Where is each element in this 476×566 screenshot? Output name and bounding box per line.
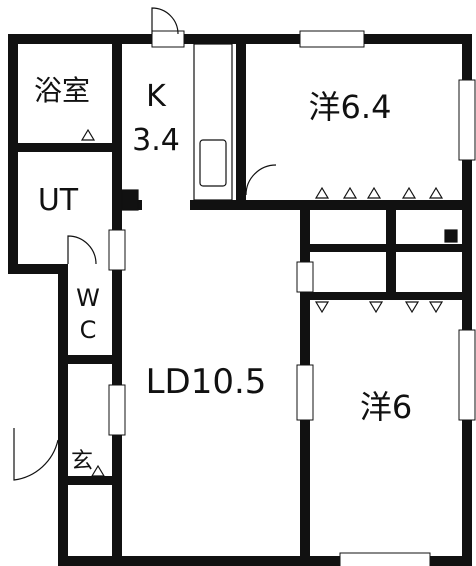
windows	[108, 30, 476, 566]
room-label-entrance: 玄	[71, 449, 93, 474]
room-label-kitchen: K	[146, 79, 167, 114]
room-label-western2: 洋6	[360, 388, 412, 426]
closet-markers	[80, 128, 444, 477]
room-label-wc-w: W	[76, 284, 100, 312]
room-label-kitchen-size: 3.4	[132, 123, 180, 158]
walls	[8, 34, 472, 566]
room-label-bath: 浴室	[34, 74, 90, 107]
doors	[13, 7, 277, 481]
room-label-ut: UT	[38, 183, 79, 218]
room-label-western1: 洋6.4	[309, 88, 392, 126]
fixtures	[121, 43, 458, 243]
room-label-ld: LD10.5	[146, 362, 267, 402]
room-label-wc-c: C	[80, 316, 97, 344]
